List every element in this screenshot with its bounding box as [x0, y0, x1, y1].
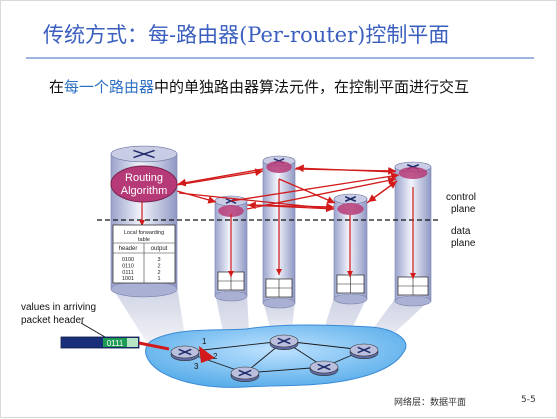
title-rule	[26, 57, 534, 59]
mini-forwarding-table	[336, 274, 365, 294]
table-header-output: output	[151, 246, 168, 252]
table-cell-output: 3	[157, 257, 160, 263]
port-label-2: 2	[213, 352, 218, 361]
table-cell-output: 2	[157, 270, 160, 276]
network-router-3	[230, 366, 260, 383]
body-text-post: 中的单独路由器算法元件，在控制平面进行交互	[154, 78, 470, 96]
network-router-5	[349, 343, 379, 360]
network-router-1	[170, 345, 200, 362]
table-cell-header: 1001	[122, 276, 134, 282]
table-cell-output: 2	[157, 263, 160, 269]
port-label-1: 1	[202, 337, 207, 346]
port-label-3: 3	[194, 362, 199, 371]
footer-chapter: 网络层：数据平面	[394, 398, 467, 408]
label-data-plane: plane	[451, 238, 476, 249]
packet-header-value: 0111	[107, 339, 124, 348]
packet-caption-1: values in arriving	[21, 302, 96, 313]
page-title: 传统方式：每-路由器(Per-router)控制平面	[43, 23, 450, 47]
control-exchange-arrows	[176, 164, 400, 213]
label-control: control	[446, 192, 476, 203]
table-update-arrows	[139, 179, 416, 279]
body-text-highlight: 每一个路由器	[64, 78, 155, 96]
router-cylinders	[110, 145, 432, 309]
footer-page-number: 5-5	[521, 395, 536, 405]
body-text: 在每一个路由器中的单独路由器算法元件，在控制平面进行交互	[49, 75, 539, 99]
table-title-2: table	[138, 237, 150, 243]
routing-algorithm-blob	[110, 165, 178, 203]
network-cloud	[145, 324, 407, 388]
table-title-1: Local forwarding	[124, 230, 164, 236]
packet-caption-2: packet header	[21, 315, 85, 326]
network-routers	[170, 334, 379, 383]
routing-algorithm-label-1: Routing	[125, 172, 163, 184]
body-text-pre: 在	[49, 78, 65, 96]
label-control-plane: plane	[451, 204, 476, 215]
table-cell-header: 0111	[122, 270, 133, 276]
routing-algorithm-label-2: Algorithm	[121, 185, 167, 197]
table-cell-header: 0100	[122, 257, 134, 263]
mini-forwarding-table	[265, 278, 293, 298]
local-forwarding-table: Local forwarding table header output 010…	[112, 224, 176, 284]
table-header-header: header	[119, 246, 138, 252]
network-router-4	[309, 360, 339, 377]
label-data: data	[451, 226, 471, 237]
table-cell-output: 1	[157, 276, 160, 282]
network-router-2	[269, 334, 299, 351]
table-cell-header: 0110	[122, 263, 134, 269]
mini-forwarding-table	[397, 276, 429, 296]
router-x-icon	[133, 149, 155, 159]
table-rows: 0100 3 0110 2 0111 2 1001 1	[122, 257, 161, 282]
router-x-icon	[344, 196, 357, 202]
packet: 0111	[60, 336, 140, 349]
